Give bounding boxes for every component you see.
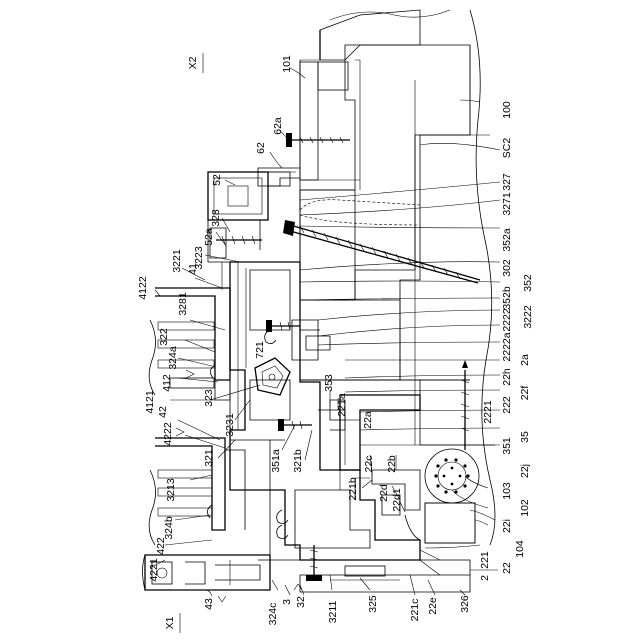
label-22h: 22h bbox=[501, 368, 513, 386]
label-35: 35 bbox=[519, 431, 531, 443]
label-101: 101 bbox=[281, 55, 293, 73]
rail-43 bbox=[143, 555, 271, 590]
label-3: 3 bbox=[281, 599, 293, 605]
label-sc2: SC2 bbox=[501, 138, 513, 159]
label-3221: 3221 bbox=[171, 249, 183, 273]
filler-102 bbox=[425, 503, 475, 543]
label-352: 352 bbox=[522, 274, 534, 292]
label-22a: 22a bbox=[362, 411, 374, 429]
label-22: 22 bbox=[501, 562, 513, 574]
label-2222a: 2222a bbox=[501, 332, 513, 361]
label-42: 42 bbox=[157, 406, 169, 418]
label-4121: 4121 bbox=[144, 390, 156, 414]
label-22c: 22c bbox=[363, 456, 375, 473]
label-3211: 3211 bbox=[327, 601, 339, 624]
label-353: 353 bbox=[323, 374, 335, 392]
label-43: 43 bbox=[203, 598, 215, 610]
label-52a: 52a bbox=[203, 228, 215, 246]
leader-lines bbox=[150, 68, 500, 596]
label-x2: X2 bbox=[187, 56, 199, 69]
label-328: 328 bbox=[210, 209, 222, 227]
label-3281: 3281 bbox=[177, 292, 189, 316]
label-324b: 324b bbox=[163, 516, 175, 540]
wall-plate-101 bbox=[300, 62, 348, 180]
label-322: 322 bbox=[158, 328, 170, 346]
label-22e: 22e bbox=[427, 597, 439, 615]
screw-clearance-sc2 bbox=[300, 200, 420, 225]
label-4222: 4222 bbox=[162, 422, 174, 446]
label-102: 102 bbox=[519, 499, 531, 517]
label-324a: 324a bbox=[167, 346, 179, 370]
label-352b: 352b bbox=[501, 286, 513, 310]
label-32: 32 bbox=[295, 596, 307, 608]
label-3213: 3213 bbox=[165, 478, 177, 502]
label-351a: 351a bbox=[270, 449, 282, 473]
label-325: 325 bbox=[367, 595, 379, 613]
arrow-43 bbox=[218, 596, 226, 602]
base-plate-326 bbox=[300, 566, 470, 592]
label-3271: 3271 bbox=[501, 192, 513, 216]
label-3222: 3222 bbox=[522, 305, 534, 329]
label-4122: 4122 bbox=[137, 276, 149, 300]
label-2221: 2221 bbox=[482, 400, 494, 424]
label-41: 41 bbox=[187, 263, 199, 275]
label-22j: 22j bbox=[519, 464, 531, 478]
label-221a: 221a bbox=[336, 393, 348, 417]
bracket-62 bbox=[258, 168, 300, 186]
label-721: 721 bbox=[254, 341, 266, 359]
label-22f: 22f bbox=[519, 386, 531, 401]
label-2222: 2222 bbox=[501, 308, 513, 332]
label-321: 321 bbox=[203, 449, 215, 467]
label-62: 62 bbox=[255, 142, 267, 154]
label-321b: 321b bbox=[292, 449, 304, 473]
label-52: 52 bbox=[211, 174, 223, 186]
label-100: 100 bbox=[501, 101, 513, 119]
label-352a: 352a bbox=[501, 228, 513, 252]
label-326: 326 bbox=[459, 595, 471, 613]
bracket-2222 bbox=[292, 262, 330, 360]
label-4221: 4221 bbox=[148, 558, 160, 582]
label-221c: 221c bbox=[409, 599, 421, 622]
frame-members-322 bbox=[222, 262, 246, 430]
seal-103 bbox=[425, 449, 479, 503]
label-22d: 22d bbox=[378, 484, 390, 502]
label-222: 222 bbox=[501, 396, 513, 414]
arrow-4222 bbox=[176, 428, 184, 436]
gasket-323 bbox=[255, 358, 290, 395]
screw-22h bbox=[461, 360, 469, 450]
label-103: 103 bbox=[501, 482, 513, 500]
label-2: 2 bbox=[479, 575, 491, 581]
label-422: 422 bbox=[155, 537, 167, 555]
label-302: 302 bbox=[501, 259, 513, 277]
label-104: 104 bbox=[514, 540, 526, 558]
label-327: 327 bbox=[501, 173, 513, 191]
screw-325 bbox=[306, 545, 322, 581]
label-412: 412 bbox=[161, 374, 173, 392]
label-22d1: 22d1 bbox=[391, 488, 403, 512]
label-62a: 62a bbox=[272, 117, 284, 135]
label-351: 351 bbox=[501, 437, 513, 455]
label-x1: X1 bbox=[164, 616, 176, 629]
long-screw-352 bbox=[283, 220, 480, 283]
label-221b: 221b bbox=[347, 477, 359, 501]
label-3231: 3231 bbox=[224, 413, 236, 437]
label-22i: 22i bbox=[501, 519, 513, 533]
seal-dots bbox=[434, 458, 469, 493]
label-22b: 22b bbox=[386, 455, 398, 473]
arrow-412 bbox=[186, 370, 194, 378]
label-323: 323 bbox=[203, 389, 215, 407]
label-324c: 324c bbox=[267, 603, 279, 626]
label-2a: 2a bbox=[519, 354, 531, 366]
label-221: 221 bbox=[479, 551, 491, 569]
